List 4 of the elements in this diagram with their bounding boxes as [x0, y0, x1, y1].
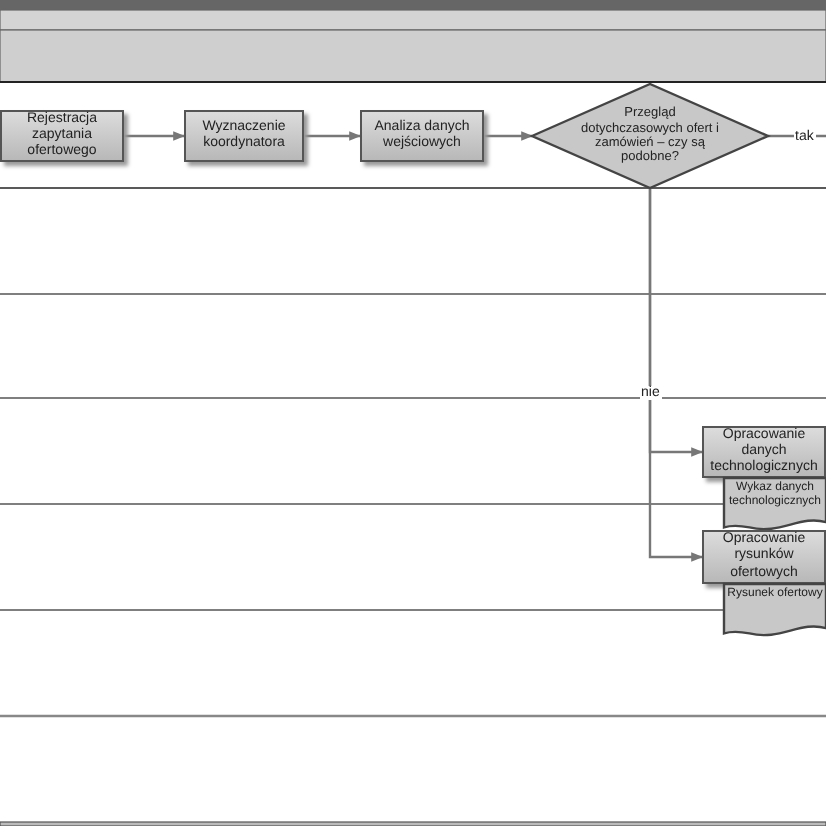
arrow — [484, 131, 534, 141]
arrow — [304, 131, 362, 141]
arrow — [124, 131, 186, 141]
arrow — [648, 188, 704, 562]
